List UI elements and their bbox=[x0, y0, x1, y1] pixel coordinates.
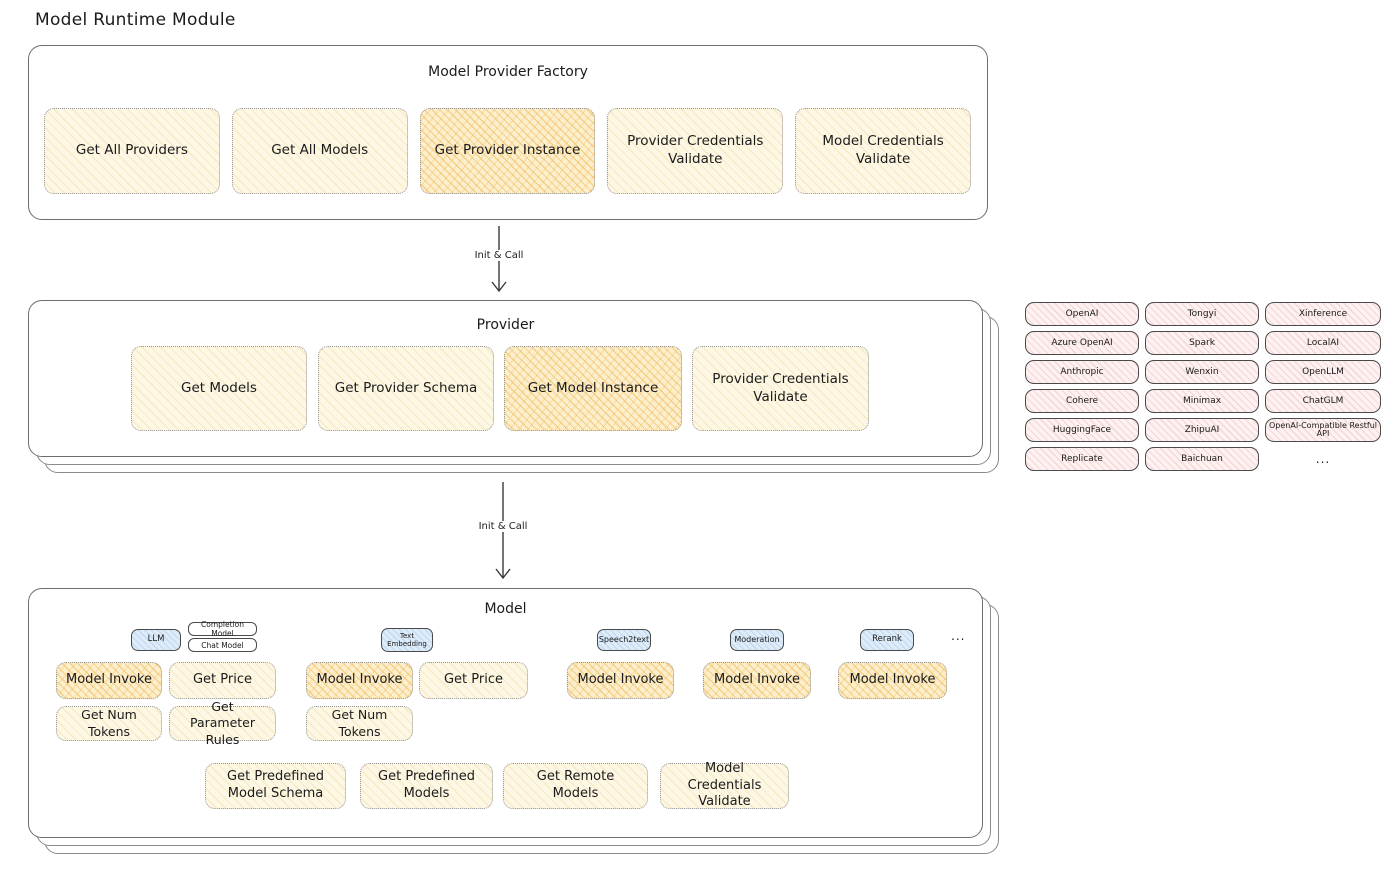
node-model-invoke-speech2text: Model Invoke bbox=[567, 662, 674, 699]
node-get-predefined-model-schema: Get Predefined Model Schema bbox=[205, 763, 346, 809]
provider-replicate: Replicate bbox=[1025, 447, 1139, 471]
node-model-credentials-validate-2: Model Credentials Validate bbox=[660, 761, 789, 809]
provider-cohere: Cohere bbox=[1025, 389, 1139, 413]
node-model-invoke-rerank: Model Invoke bbox=[838, 662, 947, 699]
node-get-parameter-rules: Get Parameter Rules bbox=[169, 699, 276, 747]
factory-title: Model Provider Factory bbox=[428, 64, 588, 80]
provider-openai: OpenAI bbox=[1025, 302, 1139, 326]
tabs-more-ellipsis: ... bbox=[951, 629, 966, 643]
node-get-provider-instance: Get Provider Instance bbox=[419, 108, 596, 194]
tab-llm: LLM bbox=[131, 629, 181, 651]
tab-chat-model: Chat Model bbox=[188, 638, 257, 652]
tab-text-embedding: Text Embedding bbox=[381, 628, 433, 652]
node-get-num-tokens-llm: Get Num Tokens bbox=[56, 706, 162, 741]
provider-openllm: OpenLLM bbox=[1265, 360, 1381, 384]
node-model-invoke-llm: Model Invoke bbox=[56, 662, 162, 699]
node-model-invoke-text-embedding: Model Invoke bbox=[306, 662, 413, 699]
provider-localai: LocalAI bbox=[1265, 331, 1381, 355]
provider-minimax: Minimax bbox=[1145, 389, 1259, 413]
arrow-label-init-call-1: Init & Call bbox=[469, 250, 529, 261]
arrowhead-icon bbox=[491, 281, 507, 293]
node-model-credentials-validate: Model Credentials Validate bbox=[795, 108, 971, 194]
provider-box: Provider Get Models Get Provider Schema … bbox=[28, 300, 983, 457]
provider-tongyi: Tongyi bbox=[1145, 302, 1259, 326]
node-get-num-tokens-text-embedding: Get Num Tokens bbox=[306, 706, 413, 741]
arrowhead-icon bbox=[495, 568, 511, 580]
node-model-invoke-moderation: Model Invoke bbox=[703, 662, 811, 699]
node-get-remote-models: Get Remote Models bbox=[503, 763, 648, 809]
provider-spark: Spark bbox=[1145, 331, 1259, 355]
providers-more-ellipsis: ... bbox=[1315, 452, 1331, 466]
page-title: Model Runtime Module bbox=[35, 10, 236, 30]
provider-xinference: Xinference bbox=[1265, 302, 1381, 326]
node-provider-credentials-validate-2: Provider Credentials Validate bbox=[692, 346, 869, 431]
tab-completion-model: Completion Model bbox=[188, 620, 257, 638]
arrow-label-init-call-2: Init & Call bbox=[473, 521, 533, 532]
node-get-predefined-models: Get Predefined Models bbox=[360, 763, 493, 809]
model-title: Model bbox=[484, 601, 527, 617]
node-get-all-providers: Get All Providers bbox=[44, 108, 220, 194]
node-get-models: Get Models bbox=[131, 346, 307, 431]
node-get-all-models: Get All Models bbox=[231, 108, 408, 194]
providers-grid: OpenAI Tongyi Xinference Azure OpenAI Sp… bbox=[1025, 302, 1381, 471]
factory-box: Model Provider Factory Get All Providers… bbox=[28, 45, 988, 220]
provider-openai-compatible-restful-api: OpenAI-Compatible Restful API bbox=[1265, 418, 1381, 442]
tab-moderation: Moderation bbox=[730, 629, 784, 651]
provider-zhipuai: ZhipuAI bbox=[1145, 418, 1259, 442]
tab-speech2text: Speech2text bbox=[597, 629, 651, 651]
node-get-price-llm: Get Price bbox=[169, 662, 276, 699]
node-get-model-instance: Get Model Instance bbox=[504, 346, 682, 431]
factory-methods-row: Get All Providers Get All Models Get Pro… bbox=[44, 108, 971, 194]
provider-chatglm: ChatGLM bbox=[1265, 389, 1381, 413]
provider-anthropic: Anthropic bbox=[1025, 360, 1139, 384]
node-provider-credentials-validate: Provider Credentials Validate bbox=[607, 108, 784, 194]
node-get-provider-schema: Get Provider Schema bbox=[318, 346, 494, 431]
node-get-price-text-embedding: Get Price bbox=[419, 662, 528, 699]
provider-title: Provider bbox=[476, 317, 535, 333]
provider-wenxin: Wenxin bbox=[1145, 360, 1259, 384]
provider-azure-openai: Azure OpenAI bbox=[1025, 331, 1139, 355]
tab-rerank: Rerank bbox=[860, 629, 914, 651]
model-box: Model LLM Completion Model Chat Model Te… bbox=[28, 588, 983, 838]
provider-baichuan: Baichuan bbox=[1145, 447, 1259, 471]
provider-huggingface: HuggingFace bbox=[1025, 418, 1139, 442]
